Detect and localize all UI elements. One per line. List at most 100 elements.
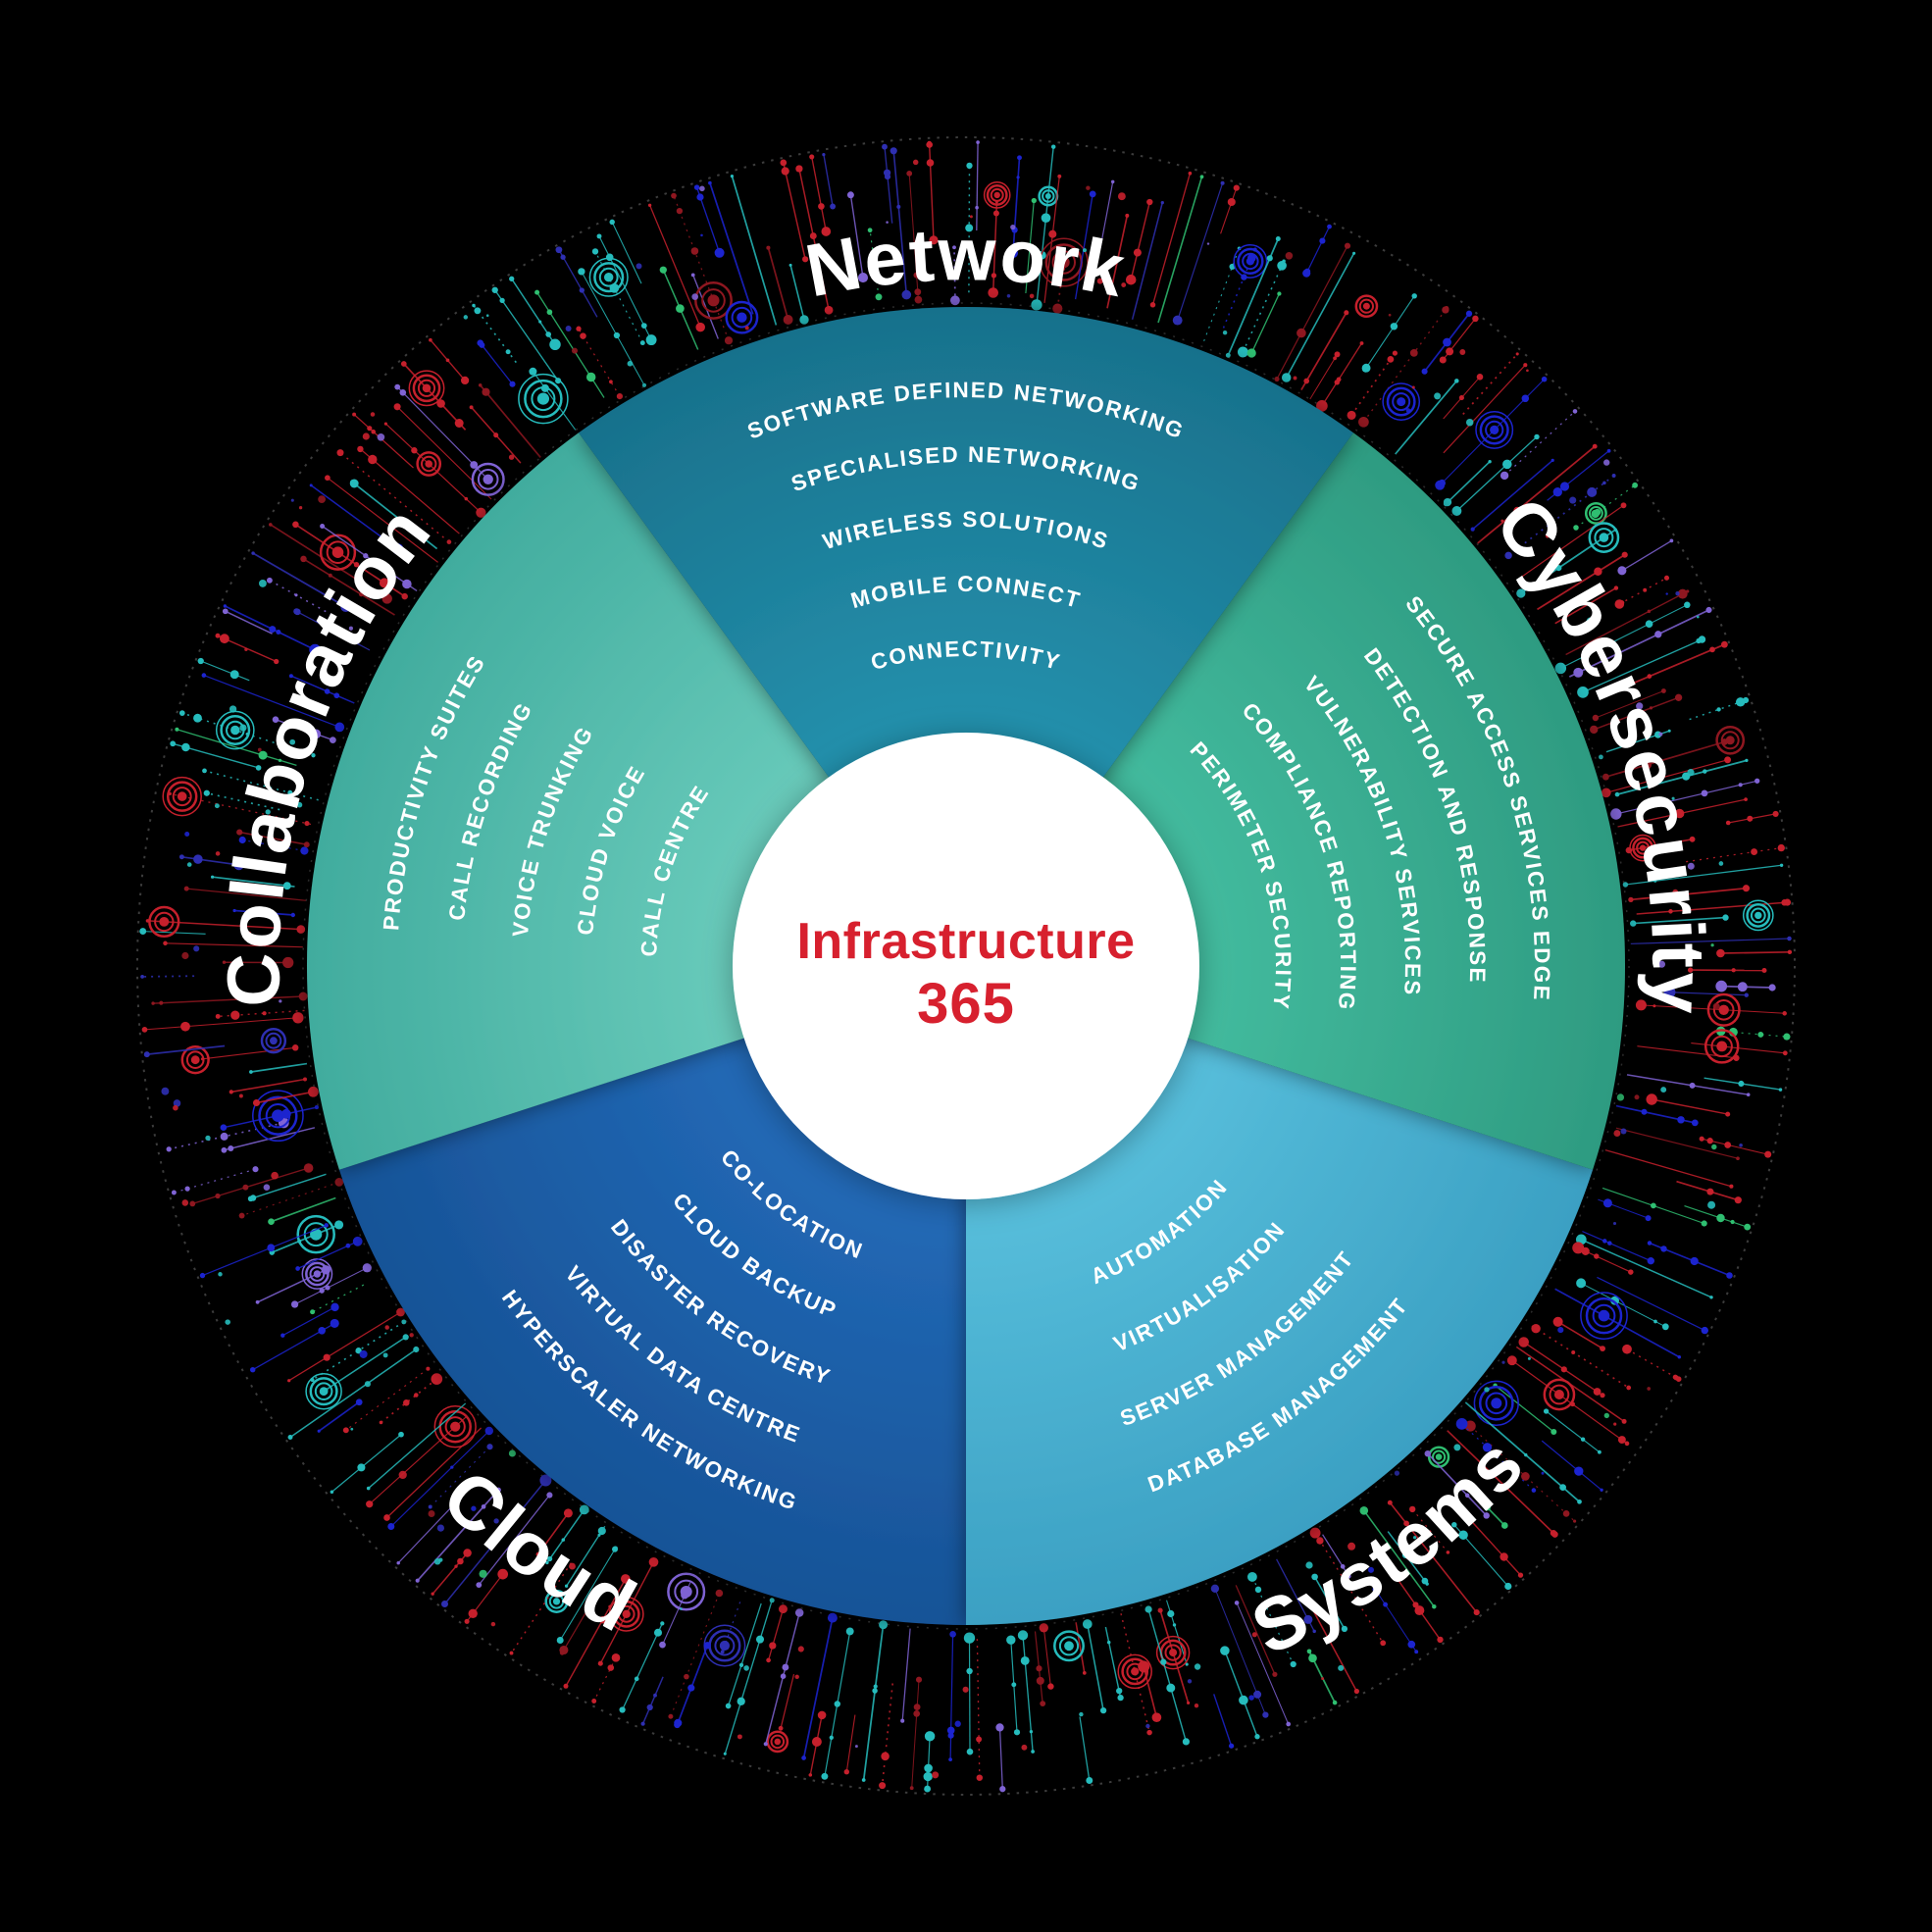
decor-target-core bbox=[774, 1738, 782, 1746]
decor-target-ring bbox=[309, 1266, 326, 1282]
decor-dot bbox=[330, 737, 336, 743]
decor-dot bbox=[1764, 1150, 1772, 1158]
decor-target-ring bbox=[1712, 999, 1735, 1021]
decor-dot bbox=[1614, 791, 1620, 797]
decor-dot bbox=[1086, 1777, 1093, 1784]
decor-dot bbox=[402, 1334, 409, 1341]
decor-dot bbox=[1690, 1256, 1699, 1266]
decor-dot bbox=[608, 1604, 612, 1608]
decor-dot bbox=[1414, 1650, 1419, 1654]
decor-dot bbox=[318, 1327, 327, 1335]
decor-dot bbox=[1017, 155, 1022, 161]
decor-target-ring bbox=[1386, 386, 1416, 417]
decor-dot bbox=[403, 1399, 410, 1406]
decor-ray-line bbox=[767, 247, 789, 321]
decor-dot bbox=[1125, 213, 1130, 218]
decor-dot bbox=[1086, 185, 1091, 190]
decor-dot bbox=[1559, 482, 1570, 491]
decor-dot bbox=[505, 349, 511, 355]
decor-dot bbox=[818, 203, 825, 210]
decor-dot bbox=[266, 577, 273, 584]
decor-dot bbox=[1392, 350, 1398, 356]
decor-dot bbox=[1580, 1437, 1586, 1442]
decor-dot bbox=[251, 551, 255, 555]
decor-dot bbox=[924, 1763, 933, 1773]
decor-dot bbox=[491, 286, 498, 293]
decor-dot bbox=[222, 608, 229, 615]
decor-target-ring bbox=[1543, 1378, 1576, 1411]
decor-dot bbox=[1387, 356, 1395, 363]
decor-dot bbox=[330, 1318, 339, 1328]
decor-dot bbox=[1559, 1484, 1566, 1491]
decor-dot bbox=[215, 633, 221, 638]
decor-dot bbox=[1502, 459, 1512, 470]
decor-ray-line bbox=[1322, 1534, 1349, 1577]
decor-dot bbox=[1504, 551, 1512, 560]
decor-dot bbox=[387, 1523, 395, 1530]
decor-dot bbox=[1309, 1653, 1314, 1658]
decor-dot bbox=[1635, 999, 1647, 1011]
decor-dot bbox=[1187, 1701, 1191, 1704]
decor-ray-line bbox=[911, 1679, 920, 1789]
decor-dot bbox=[1701, 1326, 1708, 1335]
decor-dot bbox=[318, 495, 326, 503]
decor-dot bbox=[1744, 1223, 1752, 1231]
decor-dot bbox=[565, 326, 572, 331]
decor-target-ring bbox=[1155, 1635, 1191, 1670]
outer-ring-decoration bbox=[136, 136, 1796, 1796]
decor-dot bbox=[202, 768, 207, 774]
decor-dot bbox=[1306, 1649, 1312, 1654]
decor-dot bbox=[1611, 474, 1616, 478]
decor-dot bbox=[362, 432, 370, 440]
decor-ray-line bbox=[1669, 991, 1747, 996]
decor-target-ring bbox=[260, 1028, 287, 1054]
decor-dot bbox=[334, 1178, 344, 1187]
decor-dot bbox=[1686, 923, 1692, 929]
decor-dot bbox=[1552, 487, 1562, 497]
decor-dot bbox=[358, 591, 364, 597]
decor-dot bbox=[540, 383, 549, 392]
decor-target-ring bbox=[180, 1045, 210, 1075]
decor-dot bbox=[258, 750, 268, 760]
decor-dot bbox=[201, 673, 207, 678]
decor-dot bbox=[1617, 1436, 1626, 1445]
decor-dot bbox=[1677, 1355, 1682, 1359]
decor-ray-line bbox=[1546, 1410, 1601, 1453]
decor-dot bbox=[249, 1195, 257, 1201]
decor-ray-line bbox=[144, 1017, 298, 1031]
decor-dot bbox=[1667, 729, 1671, 733]
decor-dot bbox=[1646, 1093, 1657, 1105]
decor-dot bbox=[534, 289, 540, 295]
decor-dot bbox=[1572, 1242, 1585, 1254]
decor-dot bbox=[1010, 224, 1016, 230]
decor-dot bbox=[290, 912, 295, 918]
decor-dot bbox=[366, 1500, 374, 1508]
decor-ray-line bbox=[798, 168, 830, 311]
decor-dot bbox=[1414, 1605, 1425, 1616]
decor-dot bbox=[278, 758, 282, 763]
decor-ray-line bbox=[322, 525, 418, 592]
decor-dot bbox=[1517, 1572, 1524, 1578]
decor-target-ring bbox=[305, 1372, 342, 1410]
decor-dot bbox=[1451, 506, 1462, 516]
decor-ray-line bbox=[581, 271, 645, 386]
decor-dot bbox=[1484, 1387, 1490, 1393]
decor-dot bbox=[723, 1752, 727, 1755]
decor-dot bbox=[720, 1650, 725, 1654]
decor-dot bbox=[1663, 986, 1676, 998]
decor-dot bbox=[1720, 640, 1728, 648]
decor-ray-line bbox=[1720, 950, 1790, 954]
decor-dot bbox=[239, 724, 247, 732]
decor-dot bbox=[1248, 1695, 1254, 1701]
decor-dot bbox=[821, 227, 832, 236]
decor-target-ring bbox=[1126, 1662, 1144, 1681]
decor-dot bbox=[950, 295, 960, 306]
decor-dot bbox=[290, 1300, 299, 1308]
decor-dot bbox=[1488, 460, 1492, 464]
decor-dot bbox=[1394, 1470, 1400, 1476]
decor-dot bbox=[690, 247, 699, 255]
decor-ray-line bbox=[212, 876, 295, 888]
decor-dot bbox=[969, 255, 977, 263]
decor-dot bbox=[545, 1560, 549, 1565]
decor-dot bbox=[1641, 1108, 1648, 1115]
